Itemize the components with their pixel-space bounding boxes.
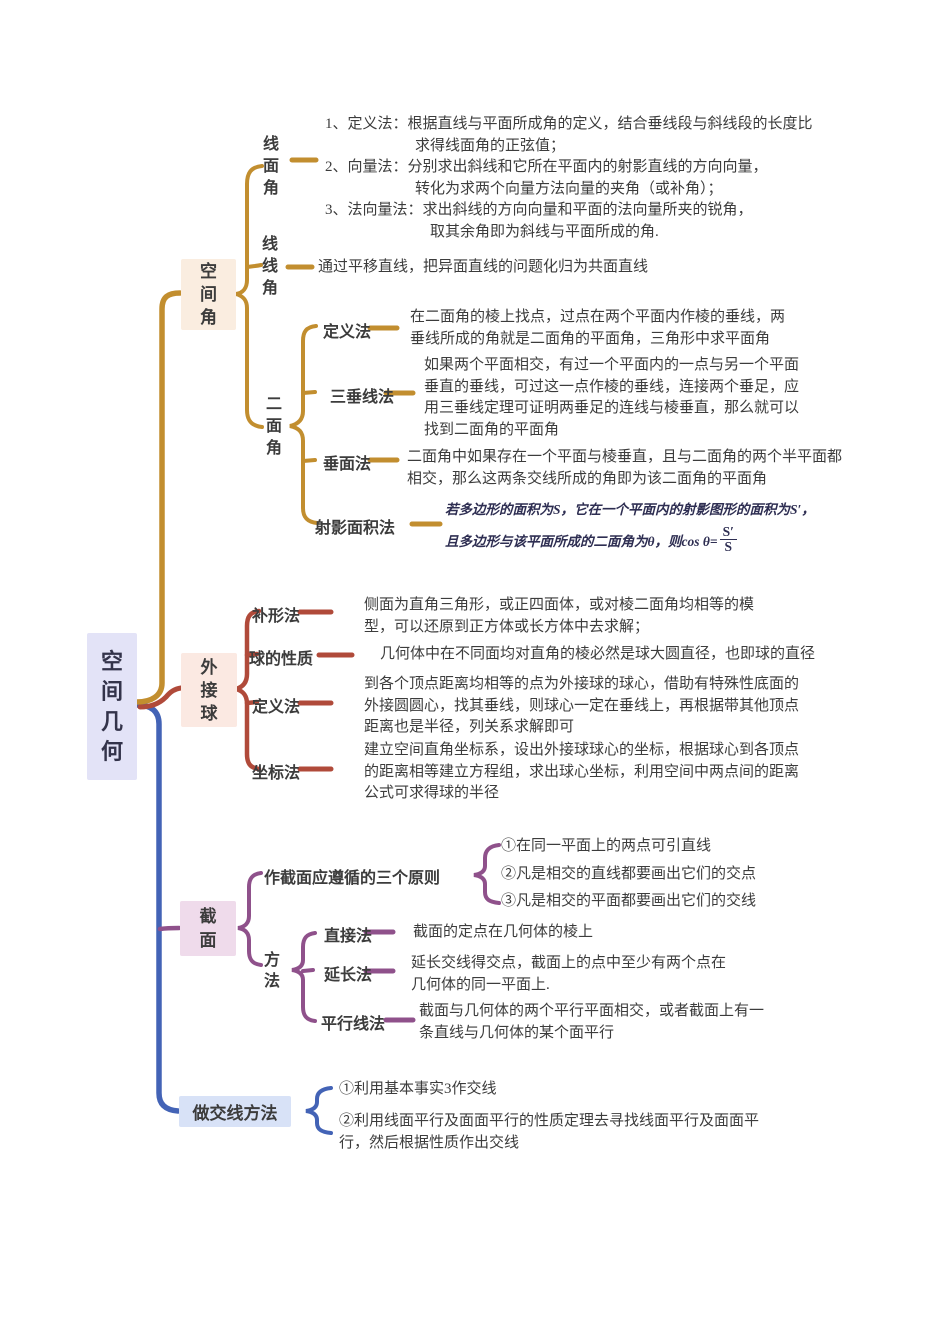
- method-label-completion[interactable]: 补形法: [252, 608, 301, 625]
- topic-label-dihedral-angle[interactable]: 二面角: [265, 396, 282, 457]
- content-perpendicular-plane: 二面角中如果存在一个平面与棱垂直，且与二面角的两个半平面都 相交，那么这两条交线…: [407, 449, 843, 487]
- trunk-blue: [134, 702, 181, 1114]
- content-coordinate-method: 建立空间直角坐标系，设出外接球球心的坐标，根据球心到各顶点 的距离相等建立方程组…: [364, 742, 800, 801]
- topic-label-line-plane-angle[interactable]: 线面角: [262, 136, 279, 197]
- method-label-extension[interactable]: 延长法: [324, 967, 373, 984]
- method-label-sphere-definition[interactable]: 定义法: [252, 699, 301, 716]
- branch-node-intersection-line-methods[interactable]: 做交线方法: [179, 1096, 291, 1127]
- method-label-parallel-line[interactable]: 平行线法: [321, 1016, 386, 1033]
- method-label-sphere-property[interactable]: 球的性质: [249, 651, 314, 668]
- content-definition-method: 在二面角的棱上找点，过点在两个平面内作棱的垂线，两 垂线所成的角就是二面角的平面…: [410, 309, 786, 347]
- content-parallel-line-method: 截面与几何体的两个平行平面相交，或者截面上有一 条直线与几何体的某个面平行: [419, 1003, 765, 1041]
- topic-label-line-line-angle[interactable]: 线线角: [261, 236, 278, 297]
- method-label-perpendicular-plane[interactable]: 垂面法: [323, 456, 372, 473]
- trunk-gold: [134, 290, 183, 705]
- method-label-three-perpendiculars[interactable]: 三垂线法: [330, 389, 395, 406]
- content-line-plane-angle: 1、定义法：根据直线与平面所成角的定义，结合垂线段与斜线段的长度比 求得线面角的…: [325, 116, 813, 240]
- content-completion-method: 侧面为直角三角形，或正四面体，或对棱二面角均相等的模 型，可以还原到正方体或长方…: [364, 597, 755, 635]
- root-label: 空间几何: [100, 648, 123, 764]
- content-direct-method: 截面的定点在几何体的棱上: [413, 924, 594, 940]
- method-label-projection-area[interactable]: 射影面积法: [315, 520, 396, 537]
- topic-label-three-principles[interactable]: 作截面应遵循的三个原则: [264, 870, 441, 887]
- branch-node-space-angle[interactable]: 空间角: [181, 259, 236, 330]
- stub-red-sphere: [137, 685, 184, 710]
- content-intersection-item2: ②利用线面平行及面面平行的性质定理去寻找线面平行及面面平 行，然后根据性质作出交…: [339, 1113, 760, 1151]
- branch-node-cross-section[interactable]: 截面: [180, 901, 236, 956]
- method-label-direct[interactable]: 直接法: [324, 928, 373, 945]
- formula-projection-area-line2: 且多边形与该平面所成的二面角为θ，则cos θ= S′ S: [445, 525, 737, 554]
- content-intersection-item1: ①利用基本事实3作交线: [339, 1081, 497, 1097]
- content-sphere-property: 几何体中在不同面均对直角的棱必然是球大圆直径，也即球的直径: [380, 646, 816, 662]
- content-line-line-angle: 通过平移直线，把异面直线的问题化归为共面直线: [318, 259, 649, 275]
- content-sphere-definition: 到各个顶点距离均相等的点为外接球的球心，借助有特殊性底面的 外接圆圆心，找其垂线…: [364, 676, 800, 735]
- topic-label-methods[interactable]: 方法: [263, 952, 280, 990]
- root-node-space-geometry[interactable]: 空间几何: [87, 633, 137, 780]
- fraction-s-prime-over-s: S′ S: [719, 525, 737, 554]
- fraction-denominator: S: [724, 539, 732, 554]
- fraction-numerator: S′: [719, 525, 737, 540]
- content-three-perpendiculars: 如果两个平面相交，有过一个平面内的一点与另一个平面 垂直的垂线，可过这一点作棱的…: [424, 357, 800, 438]
- content-extension-method: 延长交线得交点，截面上的点中至少有两个点在 几何体的同一平面上.: [411, 955, 727, 993]
- branch-label-cross-section: 截面: [199, 906, 217, 950]
- formula-projection-area-line1: 若多边形的面积为S，它在一个平面内的射影图形的面积为S′，: [445, 502, 815, 517]
- stub-purple-section: [157, 925, 182, 932]
- branch-label-space-angle: 空间角: [200, 262, 217, 327]
- branch-label-circumscribed-sphere: 外接球: [200, 657, 218, 723]
- branch-label-intersection-line: 做交线方法: [192, 1104, 278, 1123]
- method-label-coordinate[interactable]: 坐标法: [252, 765, 301, 782]
- content-three-principles: ①在同一平面上的两点可引直线 ②凡是相交的直线都要画出它们的交点 ③凡是相交的平…: [501, 838, 757, 909]
- formula-text: 且多边形与该平面所成的二面角为θ，则cos θ=: [445, 533, 718, 549]
- method-label-definition[interactable]: 定义法: [323, 324, 372, 341]
- branch-node-circumscribed-sphere[interactable]: 外接球: [181, 653, 237, 727]
